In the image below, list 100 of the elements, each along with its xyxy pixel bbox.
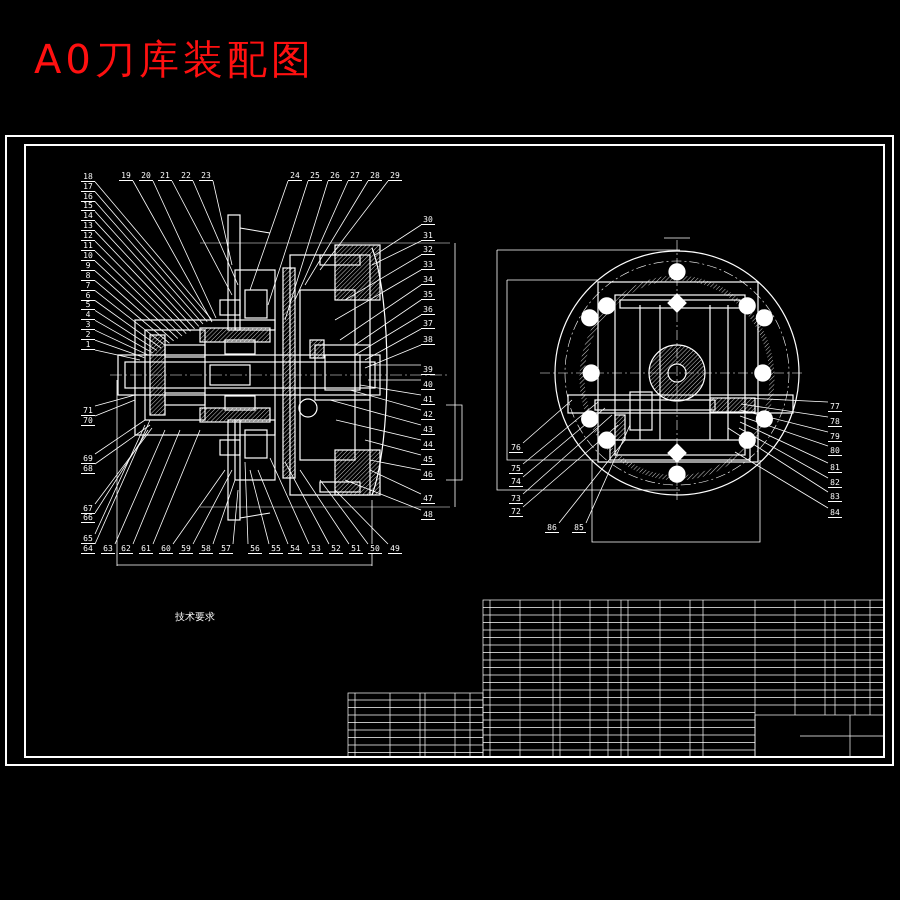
leader-line xyxy=(132,430,180,544)
leader-line xyxy=(284,180,328,320)
leader-line xyxy=(192,180,238,286)
leader-line xyxy=(94,250,182,336)
notes-heading: 技术要求 xyxy=(175,612,215,624)
leader-line xyxy=(354,314,422,356)
callout-number: 36 xyxy=(421,305,435,315)
callout-number: 21 xyxy=(158,171,172,181)
callout-number: 43 xyxy=(421,425,435,435)
leader-line xyxy=(320,480,368,544)
callout-number: 8 xyxy=(81,270,95,281)
callout-number: 41 xyxy=(421,395,435,405)
leader-line xyxy=(740,416,828,446)
callout-number: 53 xyxy=(309,544,323,554)
callout-number: 61 xyxy=(139,544,153,554)
leader-line xyxy=(192,470,232,544)
callout-number: 44 xyxy=(421,440,435,450)
leader-line xyxy=(738,428,828,478)
leader-line xyxy=(372,240,422,266)
leader-line xyxy=(94,424,150,464)
callout-number: 28 xyxy=(368,171,382,181)
leader-line xyxy=(232,490,238,544)
callout-number: 76 xyxy=(509,443,523,453)
leader-line xyxy=(94,240,187,334)
callout-number: 68 xyxy=(81,464,95,474)
callout-number: 5 xyxy=(81,300,95,310)
callout-number: 58 xyxy=(199,544,213,554)
leader-line xyxy=(728,428,828,492)
leader-line xyxy=(740,404,828,418)
callout-number: 69 xyxy=(81,454,95,464)
leader-line xyxy=(94,290,166,346)
callout-number: 45 xyxy=(421,455,435,465)
leader-line xyxy=(94,310,158,351)
callout-number: 40 xyxy=(421,380,435,390)
leader-line xyxy=(354,300,422,346)
leader-line xyxy=(360,384,422,396)
callout-number: 24 xyxy=(288,171,302,181)
callout-number: 27 xyxy=(348,171,362,181)
callout-number: 57 xyxy=(219,544,233,554)
leader-line xyxy=(132,180,212,322)
callout-number: 35 xyxy=(421,290,435,300)
callout-number: 11 xyxy=(81,241,95,251)
leader-line xyxy=(94,420,150,544)
callout-number: 13 xyxy=(81,221,95,232)
callout-number: 83 xyxy=(828,492,842,502)
leader-line xyxy=(250,180,288,290)
callout-number: 30 xyxy=(421,215,435,225)
callout-number: 26 xyxy=(328,171,342,181)
callout-number: 29 xyxy=(388,171,402,181)
callout-number: 22 xyxy=(179,171,193,181)
callout-number: 63 xyxy=(101,544,115,554)
callout-number: 64 xyxy=(81,544,95,554)
callout-number: 82 xyxy=(828,478,842,488)
callout-number: 12 xyxy=(81,231,95,242)
leader-line xyxy=(740,410,828,432)
leader-line xyxy=(212,480,236,544)
callout-number: 14 xyxy=(81,211,95,222)
leader-line xyxy=(344,480,422,510)
leader-line xyxy=(94,260,178,339)
callout-number: 80 xyxy=(828,446,842,456)
callout-number: 25 xyxy=(308,171,322,181)
callout-number: 39 xyxy=(421,365,435,375)
callout-number: 34 xyxy=(421,275,435,285)
callout-number: 70 xyxy=(81,416,95,426)
leader-line xyxy=(370,364,422,366)
leader-line xyxy=(558,440,626,524)
leader-line xyxy=(350,390,422,410)
callout-number: 65 xyxy=(81,534,95,544)
callout-number: 2 xyxy=(81,330,95,340)
callout-number: 38 xyxy=(421,335,435,345)
leader-line xyxy=(250,470,270,544)
leader-line xyxy=(94,300,162,348)
callout-number: 73 xyxy=(509,494,523,504)
leader-line xyxy=(334,490,388,544)
leader-line xyxy=(320,180,388,270)
callout-number: 59 xyxy=(179,544,193,554)
leader-line xyxy=(94,400,136,416)
leader-line xyxy=(172,470,226,544)
leader-line xyxy=(586,424,630,524)
callout-number: 33 xyxy=(421,260,435,270)
callout-number: 7 xyxy=(81,280,95,291)
callout-number: 3 xyxy=(81,320,95,330)
leader-line xyxy=(734,452,828,508)
callout-number: 62 xyxy=(119,544,133,554)
leader-line xyxy=(522,414,612,494)
callout-number: 66 xyxy=(81,513,95,523)
leader-line xyxy=(294,180,348,300)
callout-number: 4 xyxy=(81,310,95,320)
callout-number: 32 xyxy=(421,245,435,255)
leader-line xyxy=(522,424,618,508)
callout-number: 6 xyxy=(81,290,95,300)
callout-number: 67 xyxy=(81,504,95,514)
callout-number: 71 xyxy=(81,406,95,416)
callout-number: 86 xyxy=(545,523,559,533)
leader-line xyxy=(94,424,146,534)
callout-number: 85 xyxy=(572,523,586,533)
callout-number: 16 xyxy=(81,192,95,202)
leader-line xyxy=(740,422,828,464)
callout-number: 1 xyxy=(81,340,95,350)
callout-number: 72 xyxy=(509,507,523,517)
